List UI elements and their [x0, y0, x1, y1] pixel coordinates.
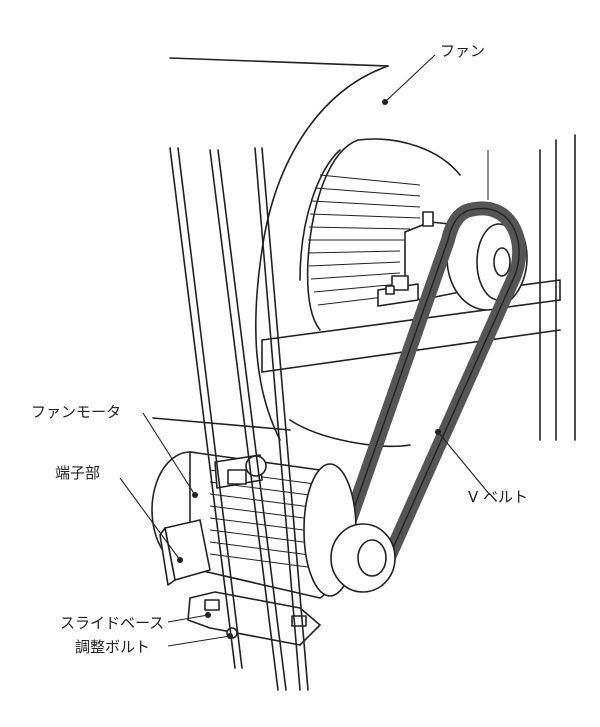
- label-slide-base: スライドベース: [60, 614, 164, 632]
- label-v-belt: V ベルト: [468, 488, 528, 506]
- callout-adjust-bolt: 調整ボルト: [75, 633, 233, 656]
- callout-terminal: 端子部: [55, 464, 183, 563]
- fan-impeller: [299, 138, 461, 331]
- label-fan-motor: ファンモータ: [31, 403, 121, 421]
- callout-slide-base: スライドベース: [60, 612, 211, 632]
- callout-fan-motor: ファンモータ: [31, 403, 198, 498]
- fan-housing: [169, 57, 576, 448]
- impeller-blades: [307, 174, 421, 306]
- label-fan: ファン: [440, 42, 485, 60]
- callout-fan: ファン: [382, 42, 485, 105]
- label-adjust-bolt: 調整ボルト: [75, 638, 150, 656]
- guide-rods: [169, 147, 309, 691]
- callout-v-belt: V ベルト: [435, 429, 528, 506]
- label-terminal: 端子部: [55, 464, 100, 482]
- fan-motor: [151, 451, 396, 599]
